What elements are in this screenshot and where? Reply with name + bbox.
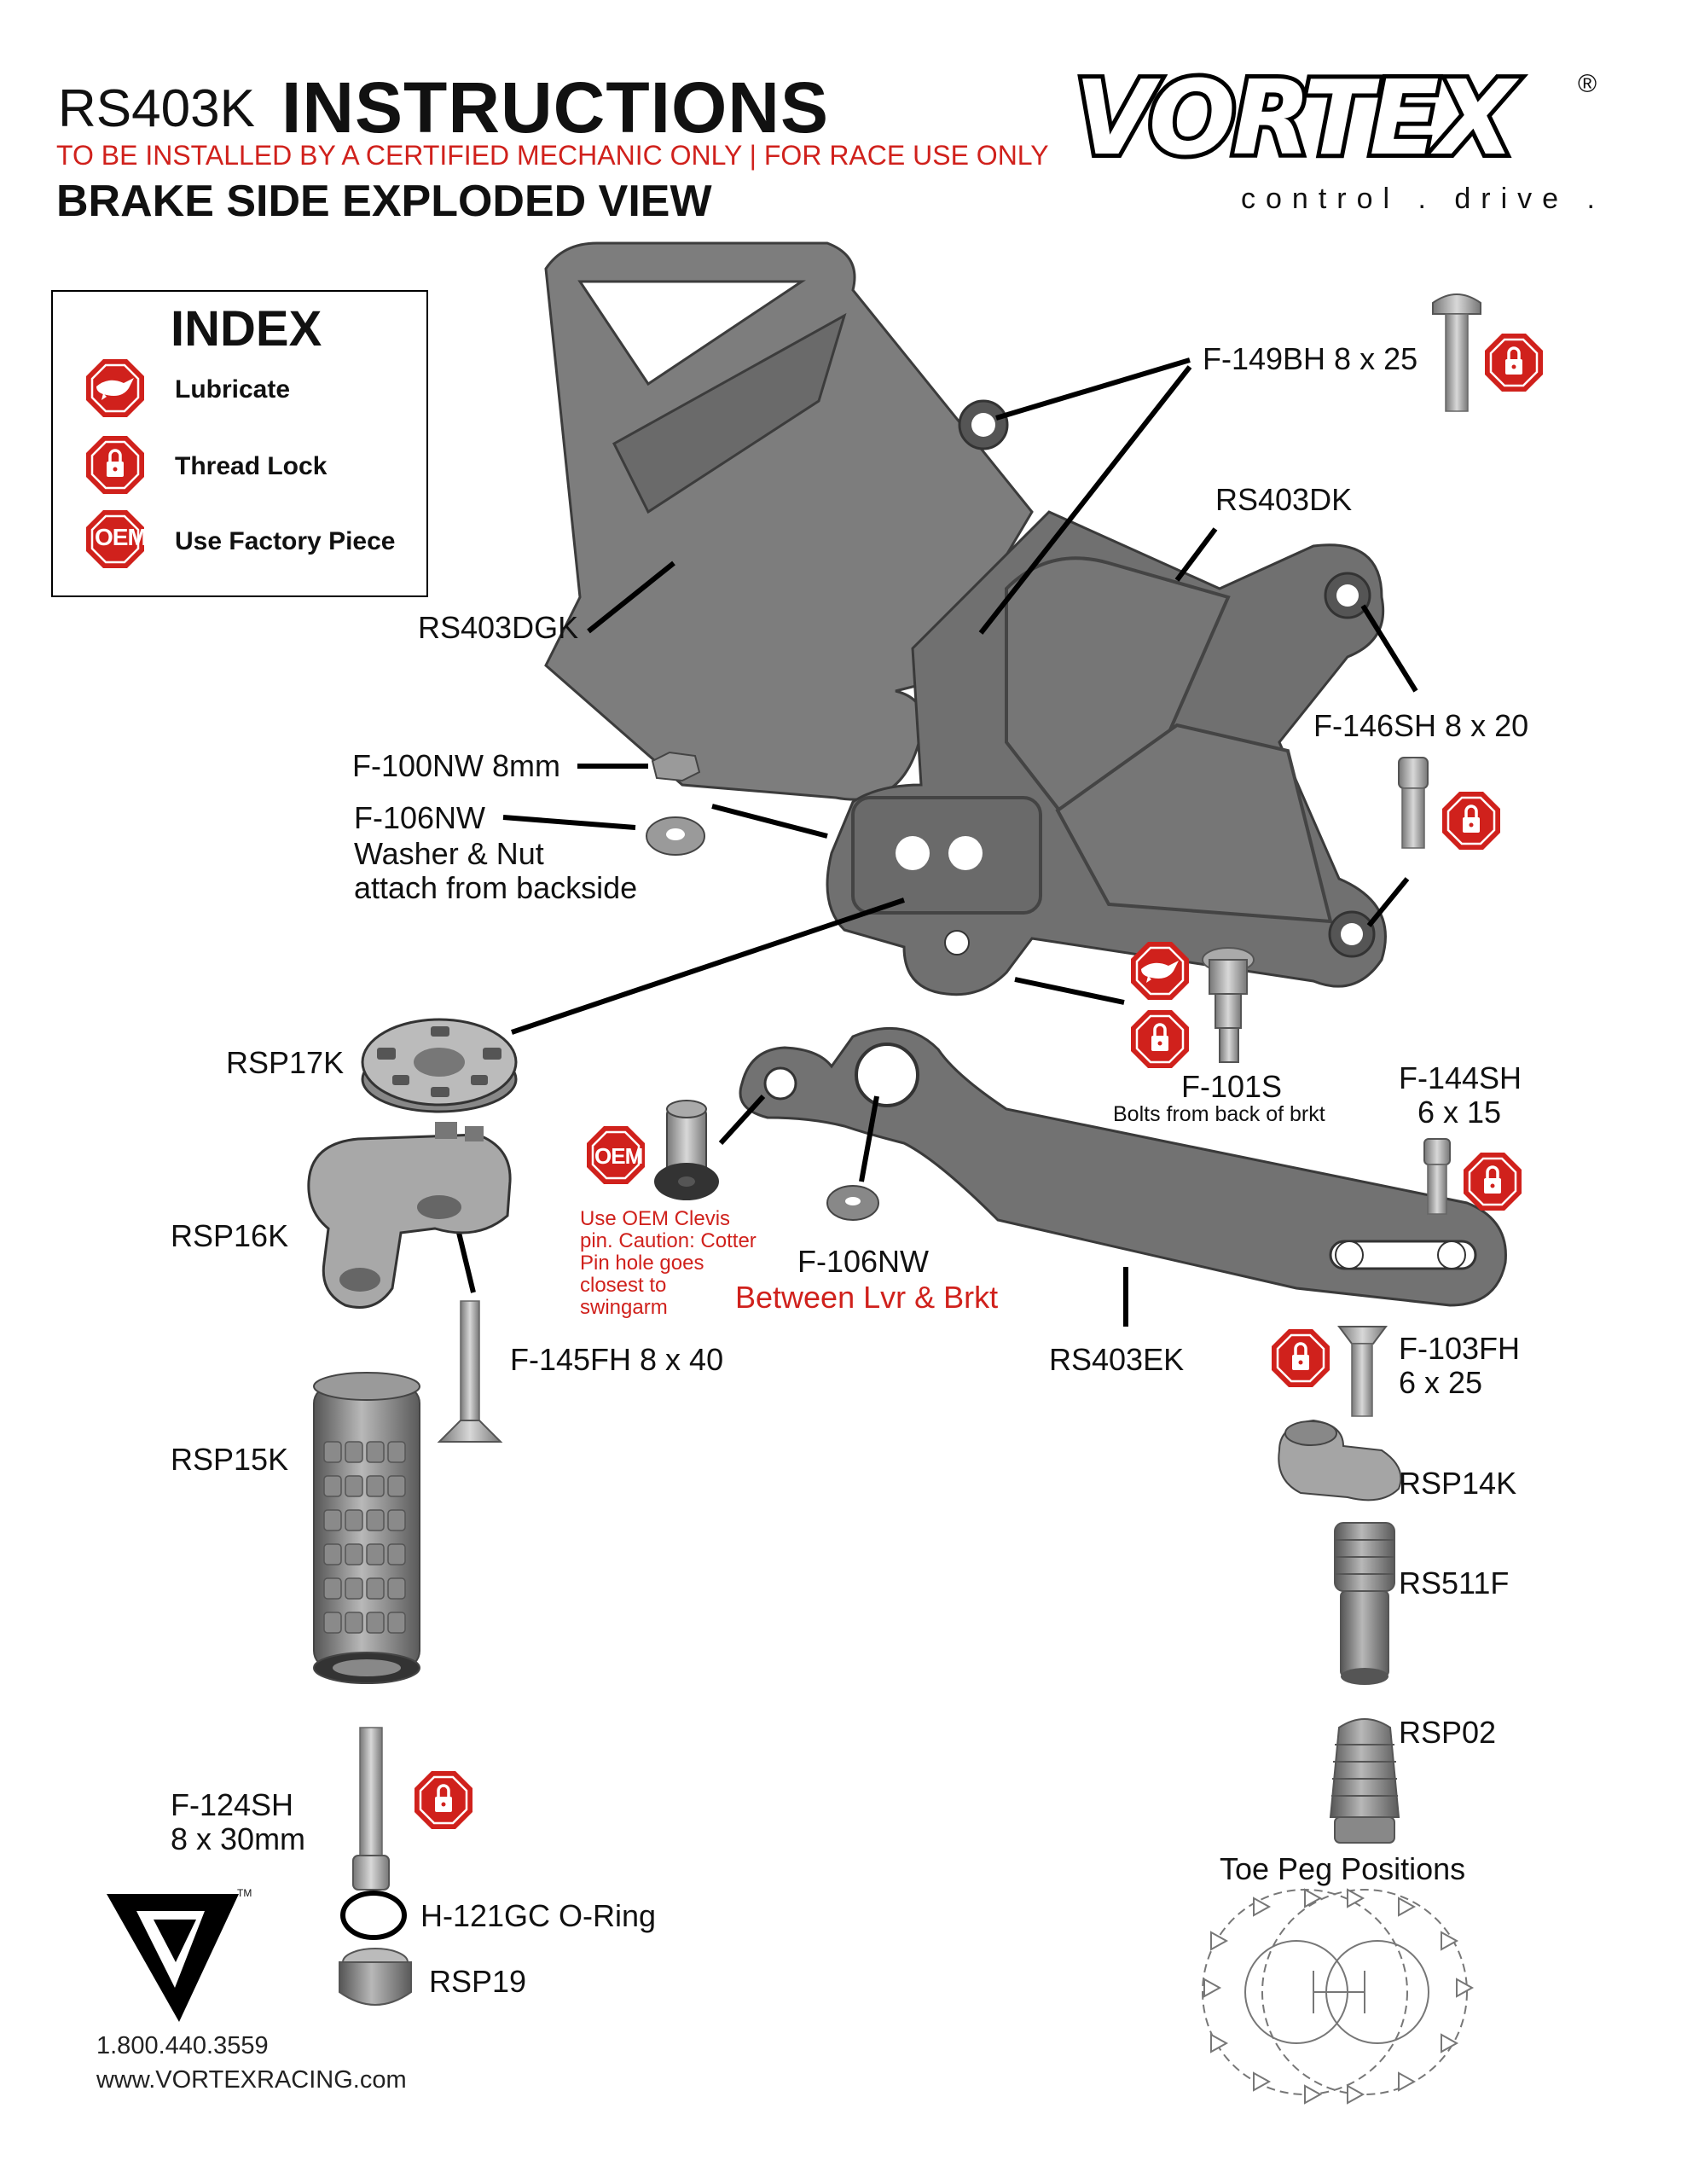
label-rsp02: RSP02 [1399,1715,1497,1750]
index-factory-piece-label: Use Factory Piece [175,527,396,555]
footpeg-rsp15k [313,1372,420,1684]
bolt-f103fh [1337,1326,1388,1417]
brand-tagline: control . drive . [1241,183,1605,215]
label-rsp19: RSP19 [429,1964,527,1999]
label-washer-note-1: Washer & Nut [354,836,544,871]
nut-f100nw [651,751,701,782]
index-legend [51,290,428,597]
label-f103fh-size: 6 x 25 [1399,1365,1483,1400]
label-h121gc: H-121GC O-Ring [420,1898,657,1933]
label-rsp17k: RSP17K [226,1045,345,1080]
washer-f106nw-top [646,816,705,856]
toe-slider-rsp02 [1329,1718,1400,1844]
bolt-f145fh [437,1300,503,1443]
label-toe-peg-positions: Toe Peg Positions [1220,1851,1466,1886]
model-number: RS403K [58,79,255,138]
vortex-logo-wordmark: VORTEX [1070,55,1519,183]
end-cap-rsp19 [339,1948,412,2006]
peg-mount-rsp16k [307,1122,512,1309]
label-f149bh: F-149BH 8 x 25 [1203,341,1418,376]
label-f146sh: F-146SH 8 x 20 [1313,708,1529,743]
label-f144sh: F-144SH [1399,1060,1522,1095]
label-oem-clevis-note: Use OEM Clevis pin. Caution: Cotter Pin … [580,1207,757,1319]
label-rsp15k: RSP15K [171,1442,289,1477]
toe-peg-positions-diagram [1202,1888,1475,2105]
label-rs403dgk: RS403DGK [418,610,579,645]
bolt-f149bh [1432,293,1481,412]
o-ring-h121gc [340,1891,407,1940]
label-f100nw: F-100NW 8mm [352,748,561,783]
label-washer-note-2: attach from backside [354,870,638,905]
oem-icon: OEM [95,524,148,550]
trademark-mark: TM [237,1887,252,1899]
index-thread-lock-label: Thread Lock [175,452,328,480]
label-f124sh: F-124SH [171,1787,294,1822]
view-title: BRAKE SIDE EXPLODED VIEW [56,177,712,226]
label-f101s-note: Bolts from back of brkt [1113,1102,1325,1126]
washer-f106nw-mid [826,1185,879,1221]
label-f101s: F-101S [1181,1069,1283,1104]
label-f144sh-size: 6 x 15 [1417,1095,1502,1130]
page-title: INSTRUCTIONS [281,67,829,148]
pivot-bolt-f101s [1202,947,1255,1063]
label-rs403dk: RS403DK [1215,482,1353,517]
label-rsp14k: RSP14K [1399,1466,1517,1501]
vortex-v-logo-icon [107,1894,239,2022]
footer-website[interactable]: www.VORTEXRACING.com [96,2066,407,2094]
bolt-f146sh [1398,757,1429,849]
label-rsp16k: RSP16K [171,1218,289,1253]
clevis-pin-oem [654,1100,719,1200]
footer-phone: 1.800.440.3559 [96,2032,269,2059]
toe-post-rs511f [1334,1522,1395,1685]
label-rs511f: RS511F [1399,1565,1510,1600]
label-rs403ek: RS403EK [1049,1342,1185,1377]
bolt-f124sh [352,1727,390,1891]
label-f124sh-size: 8 x 30mm [171,1821,306,1856]
label-f106nw-mid-note: Between Lvr & Brkt [735,1280,999,1315]
label-f106nw-mid: F-106NW [797,1244,930,1279]
toe-arm-rsp14k [1278,1419,1402,1502]
install-warning: TO BE INSTALLED BY A CERTIFIED MECHANIC … [56,140,1049,171]
label-f106nw-top: F-106NW [354,800,486,835]
brake-lever-rs403ek [739,1026,1507,1307]
oem-icon: OEM [594,1143,643,1169]
index-lubricate-label: Lubricate [175,375,291,404]
leader-lines [451,357,1418,1327]
eccentric-disc-rsp17k [361,1018,518,1113]
index-title: INDEX [171,301,322,357]
registered-mark: ® [1578,70,1597,98]
label-f145fh: F-145FH 8 x 40 [510,1342,724,1377]
main-bracket-rs403dk [826,510,1387,996]
bolt-f144sh [1423,1138,1451,1215]
label-f103fh: F-103FH [1399,1331,1521,1366]
